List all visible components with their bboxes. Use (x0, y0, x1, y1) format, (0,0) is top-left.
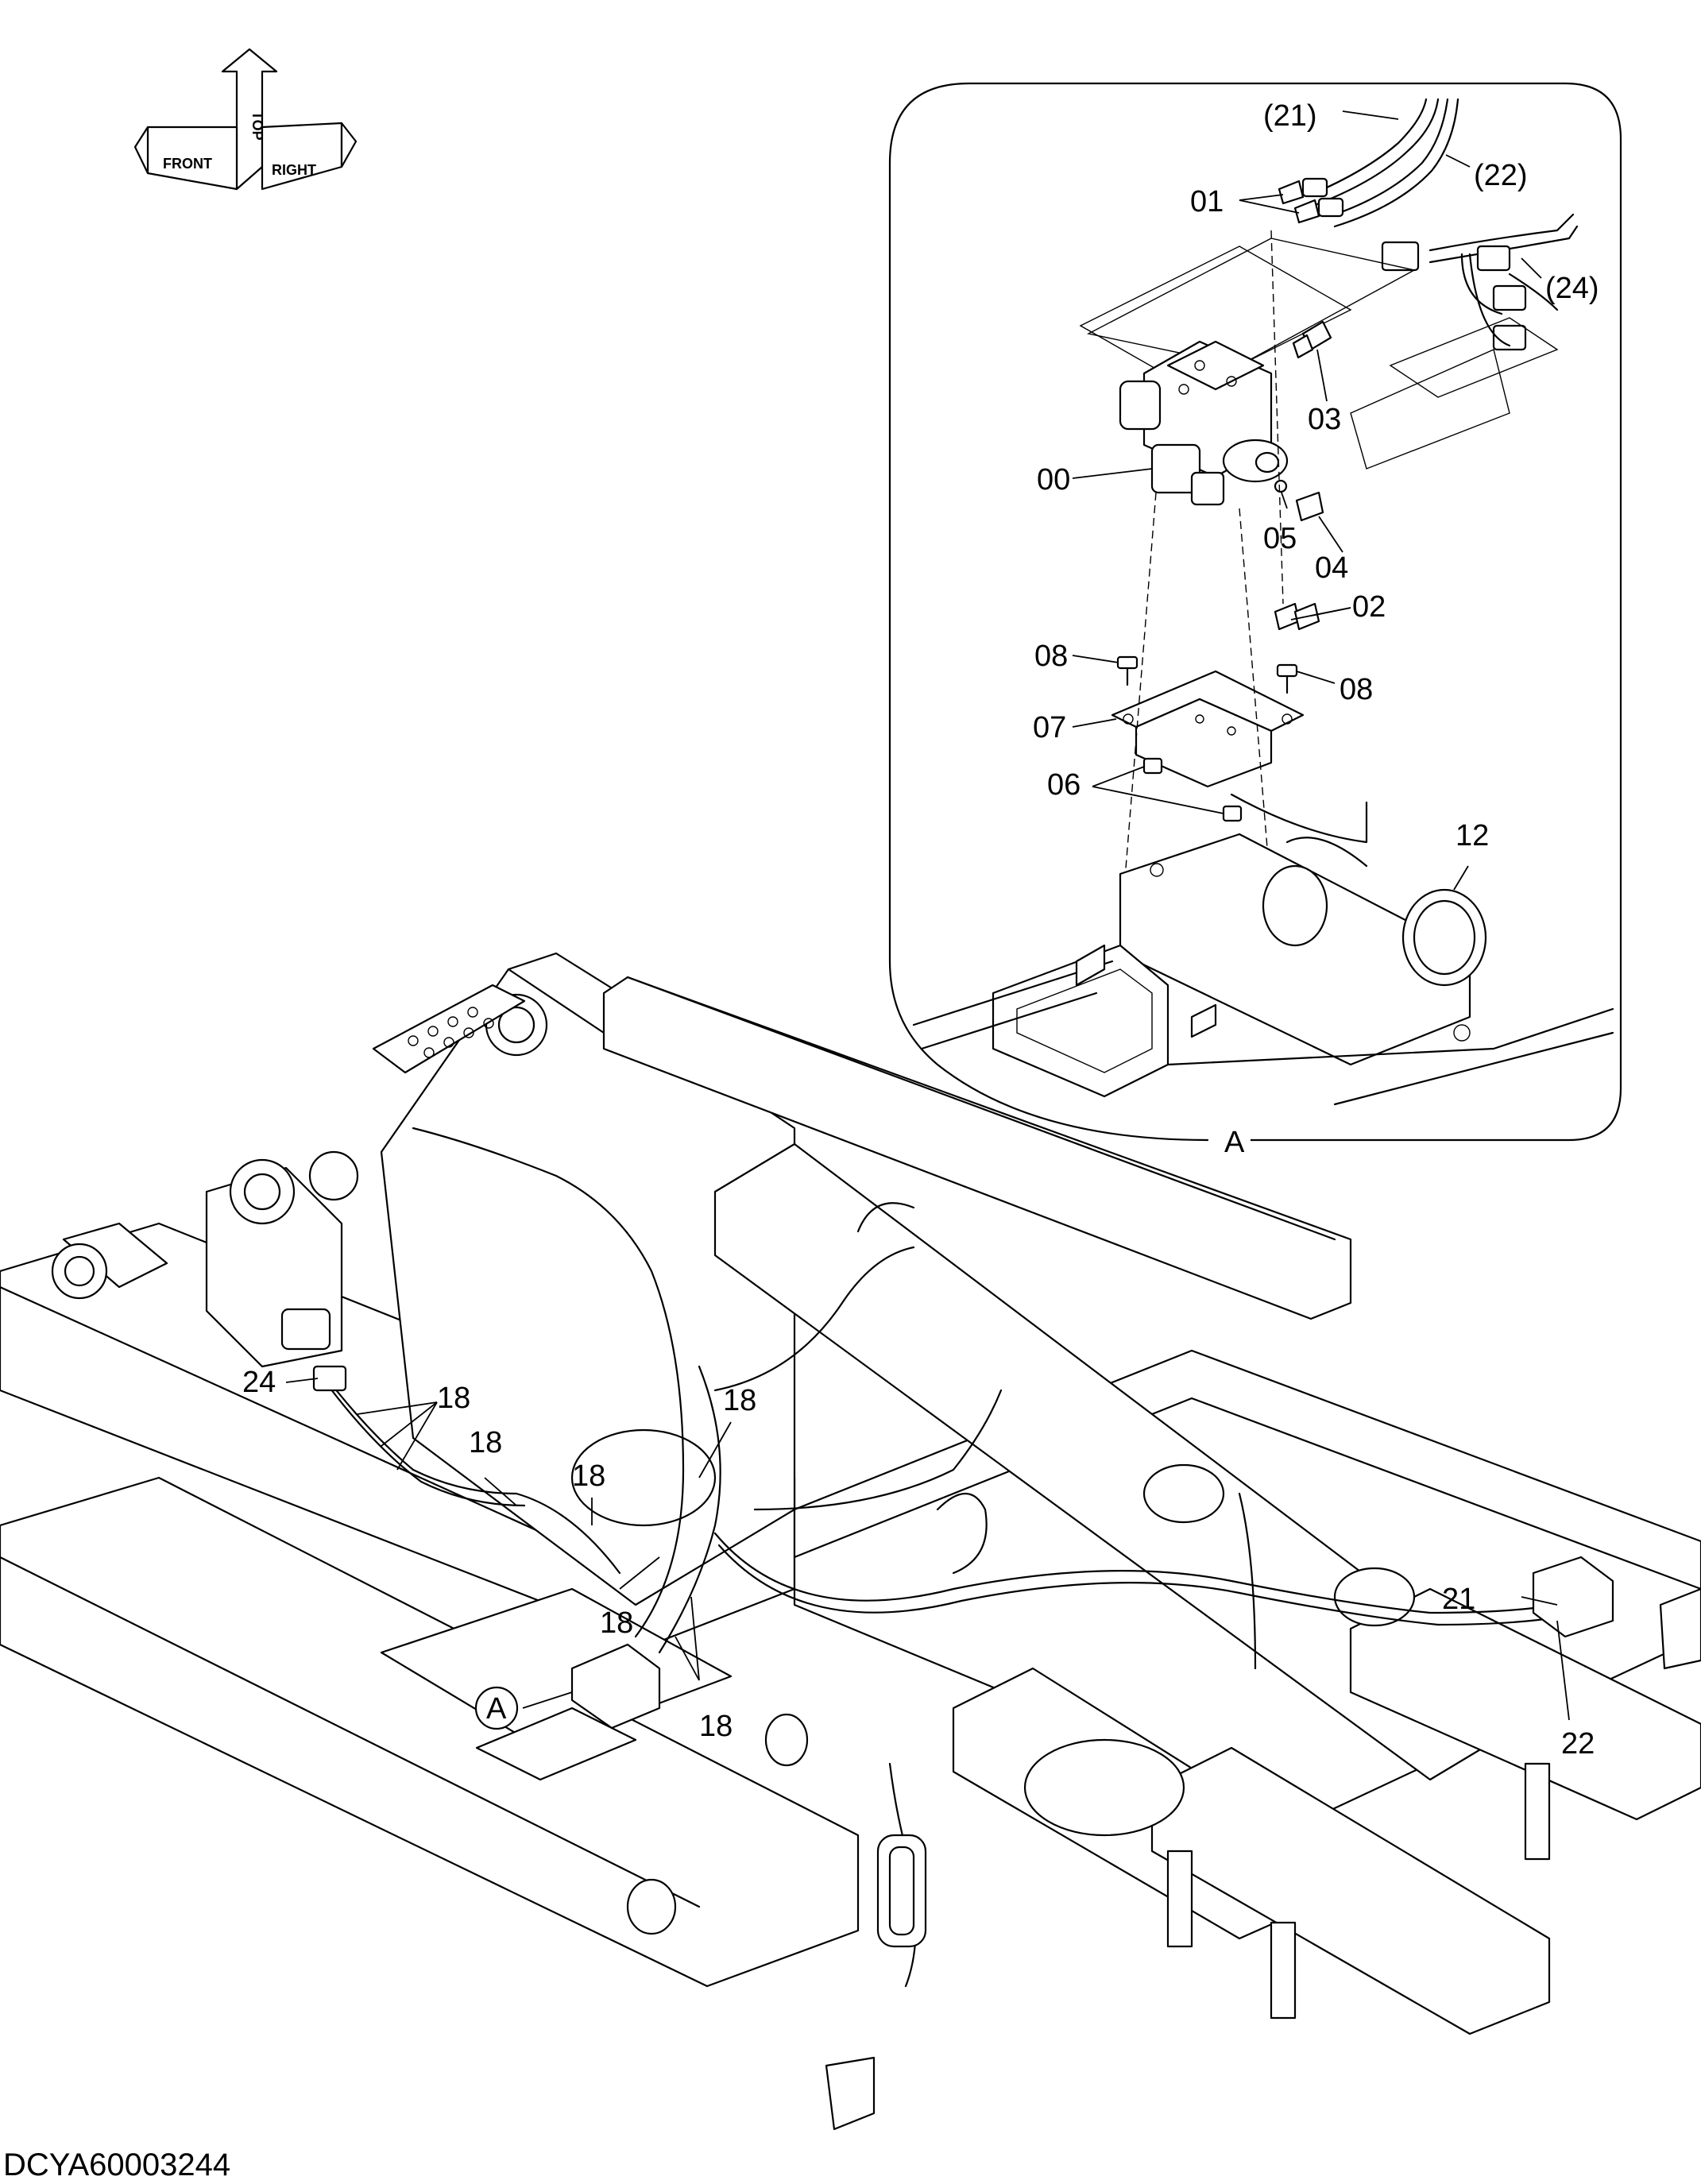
detail-leaders (1072, 110, 1542, 891)
callout-18-c: 18 (572, 1459, 605, 1493)
callout-24-detail: (24) (1545, 272, 1599, 305)
drawing-code: DCYA60003244 (3, 2147, 230, 2182)
detail-a-frame (888, 82, 1622, 1142)
callout-a-main: A (486, 1692, 507, 1726)
orientation-label-front: FRONT (163, 156, 212, 172)
callout-01: 01 (1190, 185, 1224, 218)
callout-07: 07 (1033, 711, 1066, 744)
callout-06: 06 (1047, 768, 1081, 802)
callout-24-main: 24 (242, 1366, 276, 1399)
step-plate-holes (408, 1007, 494, 1058)
detail-callouts: (21) (22) (24) 01 03 00 05 04 02 08 08 0… (1033, 99, 1599, 1159)
callout-08-left: 08 (1034, 640, 1068, 673)
callout-12: 12 (1456, 819, 1489, 852)
callout-21-detail: (21) (1263, 99, 1317, 133)
callout-03: 03 (1308, 403, 1341, 436)
callout-04: 04 (1315, 551, 1348, 585)
callout-18-a: 18 (437, 1382, 470, 1415)
callout-21-main: 21 (1442, 1583, 1475, 1616)
callout-05: 05 (1263, 522, 1297, 555)
callout-22-main: 22 (1561, 1727, 1595, 1761)
callout-08-right: 08 (1340, 673, 1373, 706)
main-callouts: 24 18 18 18 18 18 18 A 21 22 (242, 1366, 1595, 1761)
detail-a-drawing (912, 98, 1614, 1106)
callout-18-b: 18 (469, 1426, 502, 1459)
main-frame-drawing (0, 944, 1701, 2131)
main-leaders (285, 1378, 1570, 1721)
callout-22-detail: (22) (1474, 159, 1528, 192)
orientation-icon: TOP FRONT RIGHT (133, 48, 358, 191)
detail-a-label: A (1224, 1126, 1245, 1159)
callout-18-f: 18 (699, 1710, 733, 1743)
orientation-label-top: TOP (249, 111, 265, 141)
callout-02: 02 (1352, 590, 1386, 624)
callout-18-e: 18 (600, 1606, 633, 1640)
orientation-label-right: RIGHT (272, 162, 316, 178)
callout-00: 00 (1037, 463, 1070, 497)
callout-18-d: 18 (723, 1384, 756, 1417)
